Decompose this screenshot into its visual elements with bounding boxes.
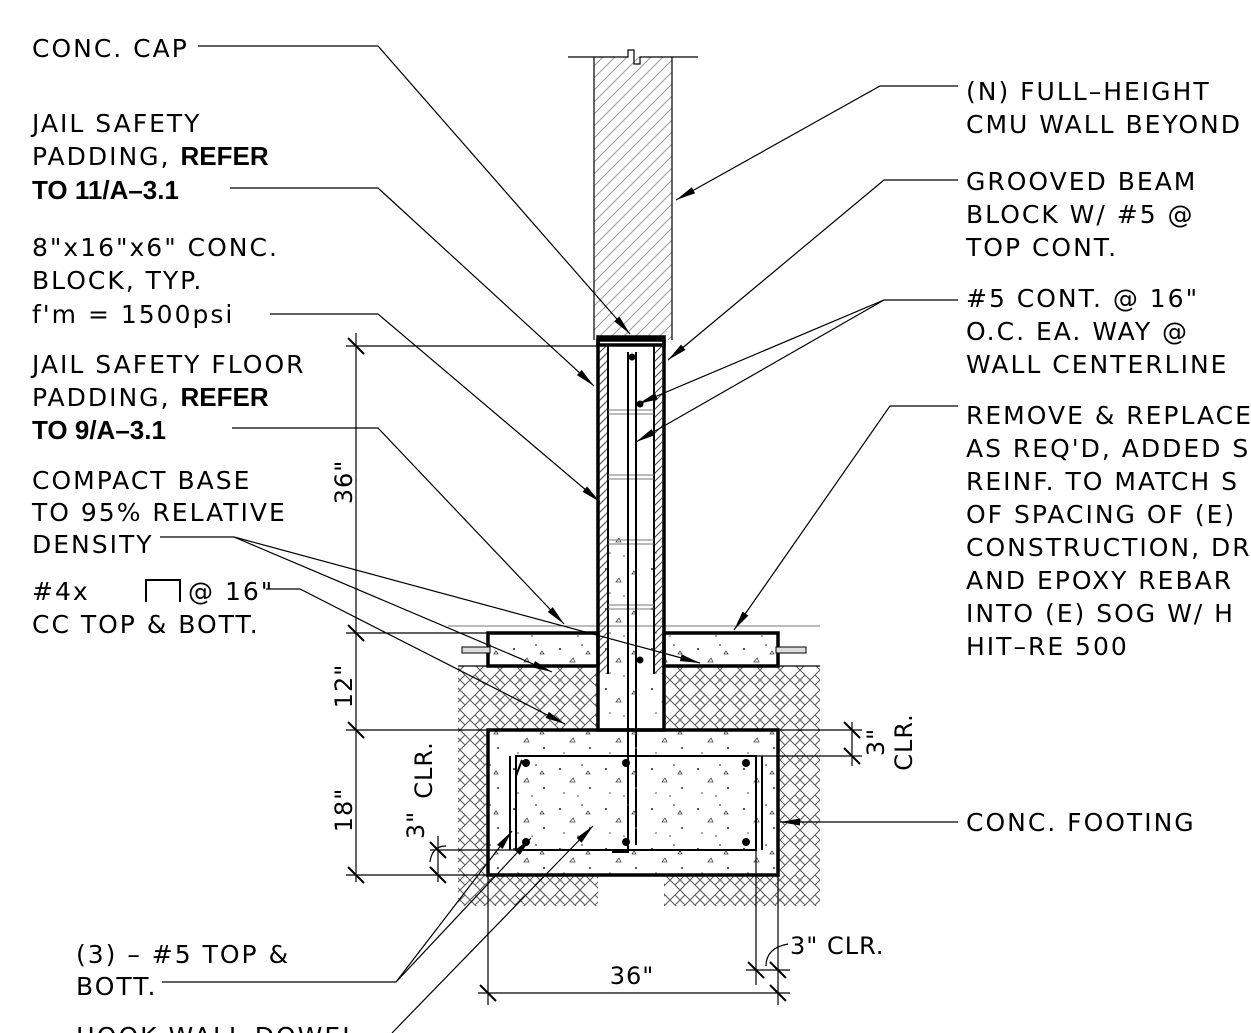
- dim-clr-right-text: CLR.: [890, 713, 918, 771]
- label-block-2: BLOCK, TYP.: [32, 266, 203, 295]
- footing-rebar-cage: [515, 755, 757, 851]
- dim-clr-left-value: 3": [402, 811, 430, 839]
- label-remove-8: HIT–RE 500: [966, 632, 1129, 661]
- dim-clr-bottom: 3" CLR.: [790, 932, 885, 960]
- callouts-left: CONC. CAP JAIL SAFETY PADDING, REFER TO …: [30, 34, 358, 1033]
- label-block-3: f'm = 1500psi: [32, 300, 234, 329]
- label-cmu-2: CMU WALL BEYOND: [966, 110, 1242, 139]
- stirrup-icon: [145, 579, 181, 602]
- label-remove-1: REMOVE & REPLACE: [966, 401, 1251, 430]
- label-remove-5: CONSTRUCTION, DRI: [966, 533, 1251, 562]
- label-block-1: 8"x16"x6" CONC.: [32, 233, 279, 262]
- dim-slab-depth: 12": [330, 664, 358, 709]
- label-grooved-1: GROOVED BEAM: [966, 167, 1197, 196]
- label-hook-dowel: HOOK WALL DOWEL: [76, 1022, 358, 1033]
- dimensions: 36" 12" 18" CLR. 3" 3" CLR. 36" 3" CLR.: [330, 333, 918, 1005]
- label-floor-padding-1: JAIL SAFETY FLOOR: [30, 350, 306, 379]
- label-bar4-2: CC TOP & BOTT.: [32, 610, 260, 639]
- label-floor-padding-ref: TO 9/A–3.1: [32, 415, 166, 445]
- label-compact-2: TO 95% RELATIVE: [31, 498, 287, 527]
- slab-on-grade-left: [488, 633, 598, 666]
- dim-footing-depth: 18": [330, 788, 358, 833]
- block-courses: [608, 409, 654, 610]
- dim-footing-width: 36": [610, 962, 655, 990]
- label-remove-3: REINF. TO MATCH S: [966, 467, 1239, 496]
- label-remove-2: AS REQ'D, ADDED S: [966, 434, 1250, 463]
- label-bar4-1a: #4x: [32, 577, 90, 606]
- slab-on-grade-right: [664, 633, 778, 666]
- dim-clr-right-value: 3": [862, 728, 890, 756]
- cmu-wall-beyond: [594, 57, 672, 340]
- concrete-footing: [488, 730, 778, 875]
- wall-padding-left: [598, 344, 608, 674]
- floor-padding-right: [775, 646, 807, 654]
- label-bar5-1: (3) – #5 TOP &: [76, 940, 290, 969]
- label-remove-6: AND EPOXY REBAR: [966, 566, 1233, 595]
- label-remove-7: INTO (E) SOG W/ H: [966, 599, 1235, 628]
- label-cont-2: O.C. EA. WAY @: [966, 317, 1189, 346]
- label-bar5-2: BOTT.: [76, 972, 157, 1001]
- label-jail-padding-2: PADDING, REFER: [32, 141, 269, 171]
- label-conc-footing: CONC. FOOTING: [966, 808, 1196, 837]
- label-cont-3: WALL CENTERLINE: [966, 350, 1228, 379]
- label-grooved-3: TOP CONT.: [965, 233, 1118, 262]
- dim-clr-left-text: CLR.: [410, 741, 438, 799]
- label-bar4-1b: @ 16": [188, 577, 274, 606]
- floor-padding-left: [461, 646, 491, 654]
- label-floor-padding-2: PADDING, REFER: [32, 382, 269, 412]
- wall-padding-right: [654, 344, 664, 674]
- label-conc-cap: CONC. CAP: [32, 34, 189, 63]
- section-geometry: [448, 49, 820, 906]
- concrete-cap: [596, 335, 666, 347]
- leaders: [160, 45, 958, 1033]
- label-cmu-1: (N) FULL–HEIGHT: [966, 77, 1211, 106]
- label-jail-padding-ref: TO 11/A–3.1: [32, 175, 179, 205]
- label-compact-1: COMPACT BASE: [32, 466, 251, 495]
- callouts-right: (N) FULL–HEIGHT CMU WALL BEYOND GROOVED …: [965, 77, 1251, 837]
- label-grooved-2: BLOCK W/ #5 @: [966, 200, 1195, 229]
- dim-wall-height: 36": [330, 460, 358, 505]
- label-compact-3: DENSITY: [32, 530, 154, 559]
- label-jail-padding-1: JAIL SAFETY: [30, 109, 201, 138]
- label-cont-1: #5 CONT. @ 16": [966, 284, 1199, 313]
- label-remove-4: OF SPACING OF (E): [966, 500, 1236, 529]
